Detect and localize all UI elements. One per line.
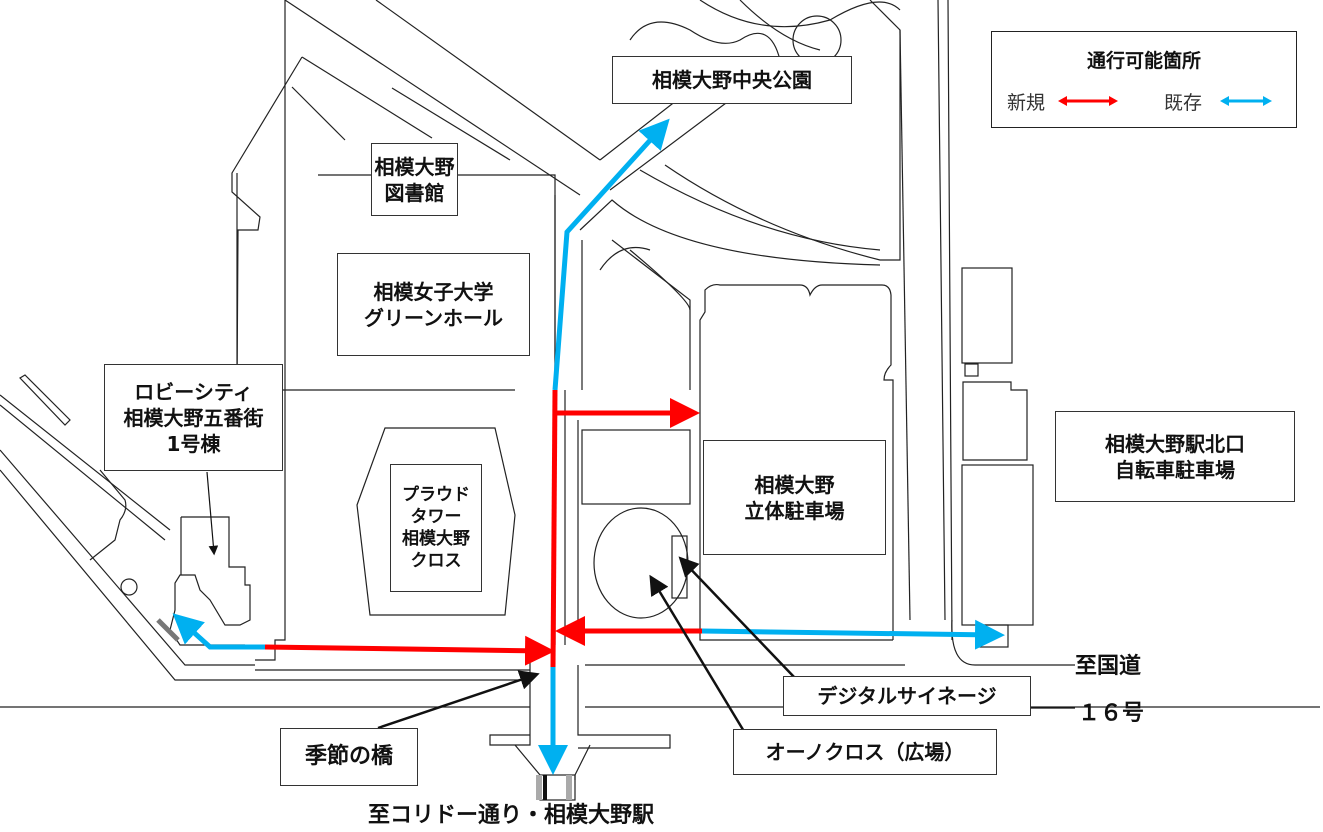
label-ono-cross: オーノクロス（広場） <box>733 729 997 775</box>
callout-lines <box>206 471 1075 734</box>
stair-bar <box>543 775 547 800</box>
legend: 通行可能箇所 新規 既存 <box>991 31 1297 128</box>
label-text: 1号棟 <box>166 431 221 456</box>
label-library: 相模大野 図書館 <box>371 143 458 216</box>
legend-title: 通行可能箇所 <box>1086 50 1201 72</box>
label-text: 立体駐車場 <box>744 498 845 523</box>
label-text: 相模大野五番街 <box>123 405 264 430</box>
legend-existing-label: 既存 <box>1164 92 1203 114</box>
label-text: 相模大野駅北口 <box>1105 431 1245 456</box>
label-proud-tower: プラウド タワー 相模大野 クロス <box>390 464 482 592</box>
label-lobby-city: ロビーシティ 相模大野五番街 1号棟 <box>104 364 283 471</box>
label-to-station: 至コリドー通り・相模大野駅 <box>368 803 655 828</box>
stair-bar <box>536 775 542 800</box>
label-text: デジタルサイネージ <box>817 684 997 708</box>
label-text: 相模女子大学 <box>373 279 494 304</box>
label-parking: 相模大野 立体駐車場 <box>703 440 886 555</box>
label-text: 相模大野 <box>374 154 455 179</box>
label-kisetsu-bridge: 季節の橋 <box>280 728 418 786</box>
label-text: タワー <box>410 506 462 527</box>
label-text: オーノクロス（広場） <box>765 740 965 764</box>
label-digital-signage: デジタルサイネージ <box>783 676 1031 716</box>
legend-new-label: 新規 <box>1007 92 1046 114</box>
label-to-route16-line2: １６号 <box>1078 701 1145 726</box>
label-green-hall: 相模女子大学 グリーンホール <box>337 253 530 356</box>
label-text: プラウド <box>402 484 470 505</box>
label-text: 相模大野中央公園 <box>652 68 812 92</box>
stair-bar <box>566 775 572 800</box>
label-text: 相模大野 <box>754 472 835 497</box>
label-text: 自転車駐車場 <box>1115 457 1235 482</box>
existing-route-park <box>552 118 670 391</box>
label-bicycle-parking: 相模大野駅北口 自転車駐車場 <box>1055 411 1295 502</box>
label-text: 季節の橋 <box>304 743 393 769</box>
label-text: グリーンホール <box>364 305 503 330</box>
building-outlines <box>0 0 1320 801</box>
existing-route-east <box>701 619 1005 650</box>
new-route-lobby <box>264 635 555 666</box>
legend-existing-arrow-icon <box>1220 96 1272 106</box>
new-route-vertical <box>550 389 558 668</box>
existing-route-lobby <box>172 613 265 650</box>
label-text: 図書館 <box>384 180 445 205</box>
routes <box>172 118 1005 775</box>
label-text: クロス <box>410 551 462 572</box>
label-text: ロビーシティ <box>134 379 253 404</box>
legend-new-arrow-icon <box>1058 96 1118 106</box>
label-text: 相模大野 <box>402 529 470 549</box>
label-park: 相模大野中央公園 <box>612 56 852 104</box>
label-to-route16-line1: 至国道 <box>1075 654 1142 679</box>
